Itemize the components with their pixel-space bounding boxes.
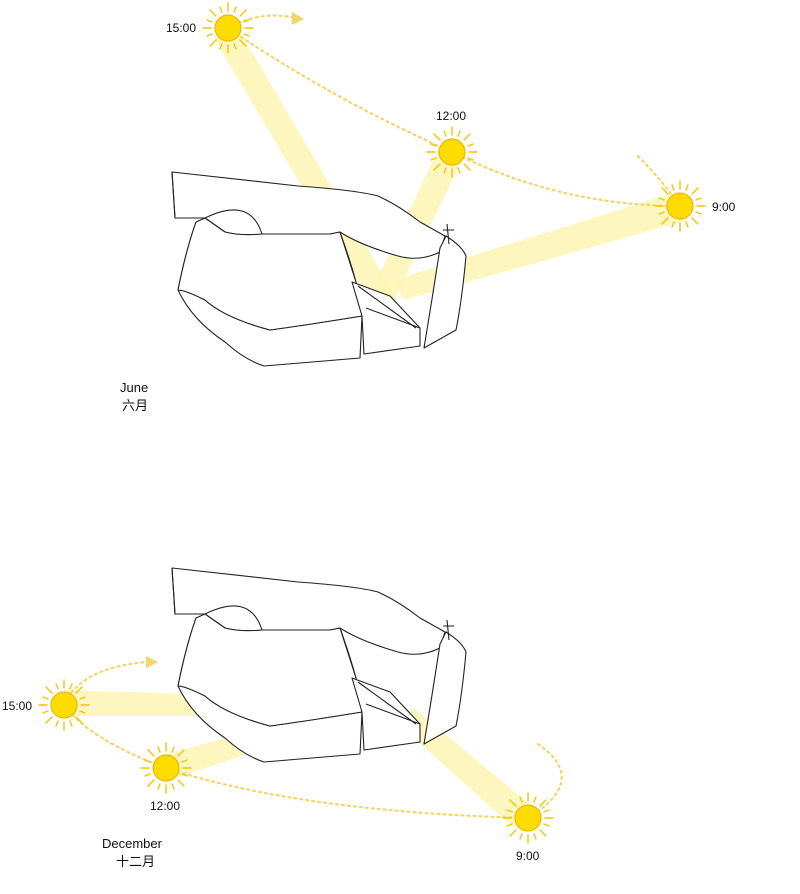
december-month-en: December (102, 836, 163, 851)
june-sun-1200 (426, 126, 478, 178)
sun-icon (654, 180, 706, 232)
december-time-900: 9:00 (516, 849, 540, 863)
december-month-zh: 十二月 (116, 854, 155, 869)
june-month-zh: 六月 (122, 398, 148, 413)
sun-icon (140, 742, 192, 794)
sun-icon (202, 2, 254, 54)
sun-icon (38, 679, 90, 731)
june-sun-900 (654, 180, 706, 232)
june-time-1500: 15:00 (166, 21, 196, 35)
sun-icon (426, 126, 478, 178)
december-time-1500: 15:00 (2, 699, 32, 713)
june-time-900: 9:00 (712, 200, 736, 214)
june-path-arrow (292, 12, 304, 25)
june-sun-1500 (202, 2, 254, 54)
december-time-1200: 12:00 (150, 799, 180, 813)
june-beam-900 (394, 194, 688, 300)
december-sun-path (62, 660, 563, 820)
december-panel: 15:00 12:00 9:00 December 十二月 (2, 567, 563, 869)
sun-icon (502, 792, 554, 844)
june-panel: 15:00 12:00 9:00 June 六月 (120, 2, 736, 413)
december-sun-900 (502, 792, 554, 844)
december-path-arrow (146, 656, 158, 668)
december-sun-1500 (38, 679, 90, 731)
june-time-1200: 12:00 (436, 109, 466, 123)
december-sun-1200 (140, 742, 192, 794)
june-month-en: June (120, 380, 148, 395)
